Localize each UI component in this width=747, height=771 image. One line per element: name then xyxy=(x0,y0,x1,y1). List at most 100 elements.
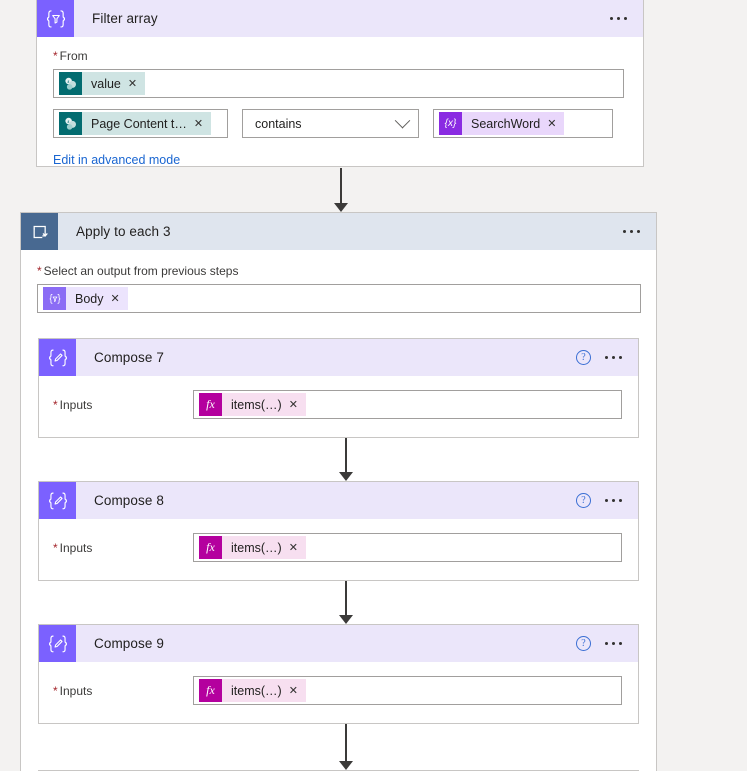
variable-icon: {x} xyxy=(439,112,462,135)
connector-gap-9-next xyxy=(37,724,640,770)
filter-array-header[interactable]: Filter array xyxy=(37,0,643,37)
token-value[interactable]: s value ✕ xyxy=(59,72,146,95)
compose-7-header-actions: ? xyxy=(576,350,638,365)
compose-7-inputs-label: *Inputs xyxy=(53,397,93,412)
compose-9-header-actions: ? xyxy=(576,636,638,651)
compose-8-card[interactable]: Compose 8 ? *Inputs xyxy=(38,481,639,581)
help-icon[interactable]: ? xyxy=(576,493,591,508)
compose-8-header-actions: ? xyxy=(576,493,638,508)
required-asterisk: * xyxy=(53,49,58,63)
condition-left-cell: s Page Content t… ✕ xyxy=(53,109,228,138)
token-value-label: value ✕ xyxy=(82,72,146,95)
from-input[interactable]: s value ✕ xyxy=(53,69,624,98)
apply-to-each-container[interactable]: Apply to each 3 *Select an output from p… xyxy=(20,212,657,771)
token-searchword-label: SearchWord ✕ xyxy=(462,112,565,135)
sharepoint-icon: s xyxy=(59,72,82,95)
from-field-label: *From xyxy=(53,49,88,63)
edit-advanced-mode-link[interactable]: Edit in advanced mode xyxy=(53,153,181,167)
select-output-label: *Select an output from previous steps xyxy=(37,264,239,278)
apply-to-each-title: Apply to each 3 xyxy=(76,224,171,239)
filter-condition-row: s Page Content t… ✕ contains xyxy=(53,109,627,138)
compose-pencil-icon xyxy=(39,339,76,376)
loop-icon xyxy=(21,213,58,250)
token-items-label: items(…) ✕ xyxy=(222,536,306,559)
chevron-down-icon[interactable] xyxy=(394,112,411,129)
filter-braces-icon xyxy=(37,0,74,37)
compose-9-inputs-field: fx items(…) ✕ xyxy=(193,676,622,705)
connector-arrow-compose8-to-compose9 xyxy=(335,581,357,624)
compose-7-header[interactable]: Compose 7 ? xyxy=(39,339,638,376)
token-remove-icon[interactable]: ✕ xyxy=(110,293,120,305)
filter-array-card[interactable]: Filter array *From s xyxy=(36,0,644,167)
filter-array-title: Filter array xyxy=(92,11,158,26)
compose-8-inputs-field: fx items(…) ✕ xyxy=(193,533,622,562)
sharepoint-icon: s xyxy=(59,112,82,135)
token-items-expression[interactable]: fx items(…) ✕ xyxy=(199,393,306,416)
token-searchword[interactable]: {x} SearchWord ✕ xyxy=(439,112,565,135)
condition-right-input[interactable]: {x} SearchWord ✕ xyxy=(433,109,613,138)
compose-7-more-icon[interactable] xyxy=(605,356,622,359)
compose-8-inputs-row: *Inputs fx items(…) ✕ xyxy=(39,519,638,580)
connector-gap-7-8 xyxy=(37,438,640,481)
required-asterisk: * xyxy=(37,264,42,278)
compose-pencil-icon xyxy=(39,625,76,662)
compose-9-more-icon[interactable] xyxy=(605,642,622,645)
condition-operator-cell: contains xyxy=(242,109,419,138)
token-remove-icon[interactable]: ✕ xyxy=(288,542,298,554)
token-items-expression[interactable]: fx items(…) ✕ xyxy=(199,679,306,702)
compose-7-card[interactable]: Compose 7 ? *Inputs xyxy=(38,338,639,438)
select-output-input[interactable]: Body ✕ xyxy=(37,284,641,313)
token-remove-icon[interactable]: ✕ xyxy=(288,685,298,697)
compose-9-input-box[interactable]: fx items(…) ✕ xyxy=(193,676,622,705)
required-asterisk: * xyxy=(53,397,58,412)
svg-text:s: s xyxy=(67,80,70,85)
operator-value: contains xyxy=(255,116,302,131)
apply-to-each-header-actions xyxy=(623,230,656,233)
compose-9-title: Compose 9 xyxy=(94,636,164,651)
connector-arrow-filter-to-loop xyxy=(330,168,352,212)
compose-8-inputs-label: *Inputs xyxy=(53,540,93,555)
filter-array-body: *From s value ✕ xyxy=(37,37,643,185)
compose-9-header[interactable]: Compose 9 ? xyxy=(39,625,638,662)
compose-8-more-icon[interactable] xyxy=(605,499,622,502)
compose-7-input-box[interactable]: fx items(…) ✕ xyxy=(193,390,622,419)
apply-to-each-more-icon[interactable] xyxy=(623,230,640,233)
help-icon[interactable]: ? xyxy=(576,350,591,365)
operator-dropdown[interactable]: contains xyxy=(242,109,419,138)
apply-to-each-header[interactable]: Apply to each 3 xyxy=(21,213,656,250)
compose-pencil-icon xyxy=(39,482,76,519)
compose-9-inputs-label: *Inputs xyxy=(53,683,93,698)
compose-7-inputs-field: fx items(…) ✕ xyxy=(193,390,622,419)
compose-8-input-box[interactable]: fx items(…) ✕ xyxy=(193,533,622,562)
help-icon[interactable]: ? xyxy=(576,636,591,651)
token-body[interactable]: Body ✕ xyxy=(43,287,128,310)
compose-7-title: Compose 7 xyxy=(94,350,164,365)
connector-gap-8-9 xyxy=(37,581,640,624)
expression-fx-icon: fx xyxy=(199,393,222,416)
condition-left-input[interactable]: s Page Content t… ✕ xyxy=(53,109,228,138)
connector-arrow-compose9-to-next xyxy=(335,724,357,770)
token-items-label: items(…) ✕ xyxy=(222,393,306,416)
compose-9-card[interactable]: Compose 9 ? *Inputs xyxy=(38,624,639,724)
token-remove-icon[interactable]: ✕ xyxy=(547,118,557,130)
filter-array-header-actions xyxy=(610,17,643,20)
token-items-expression[interactable]: fx items(…) ✕ xyxy=(199,536,306,559)
token-body-label: Body ✕ xyxy=(66,287,128,310)
token-page-content-label: Page Content t… ✕ xyxy=(82,112,212,135)
token-remove-icon[interactable]: ✕ xyxy=(127,78,138,90)
required-asterisk: * xyxy=(53,540,58,555)
compose-9-inputs-row: *Inputs fx items(…) ✕ xyxy=(39,662,638,723)
token-remove-icon[interactable]: ✕ xyxy=(288,399,298,411)
svg-text:s: s xyxy=(67,120,70,125)
required-asterisk: * xyxy=(53,683,58,698)
compose-7-inputs-row: *Inputs fx items(…) ✕ xyxy=(39,376,638,437)
compose-8-header[interactable]: Compose 8 ? xyxy=(39,482,638,519)
token-remove-icon[interactable]: ✕ xyxy=(193,118,204,130)
expression-fx-icon: fx xyxy=(199,679,222,702)
filter-braces-icon xyxy=(43,287,66,310)
apply-to-each-body: *Select an output from previous steps Bo… xyxy=(21,250,656,771)
token-page-content[interactable]: s Page Content t… ✕ xyxy=(59,112,212,135)
filter-array-more-icon[interactable] xyxy=(610,17,627,20)
token-items-label: items(…) ✕ xyxy=(222,679,306,702)
